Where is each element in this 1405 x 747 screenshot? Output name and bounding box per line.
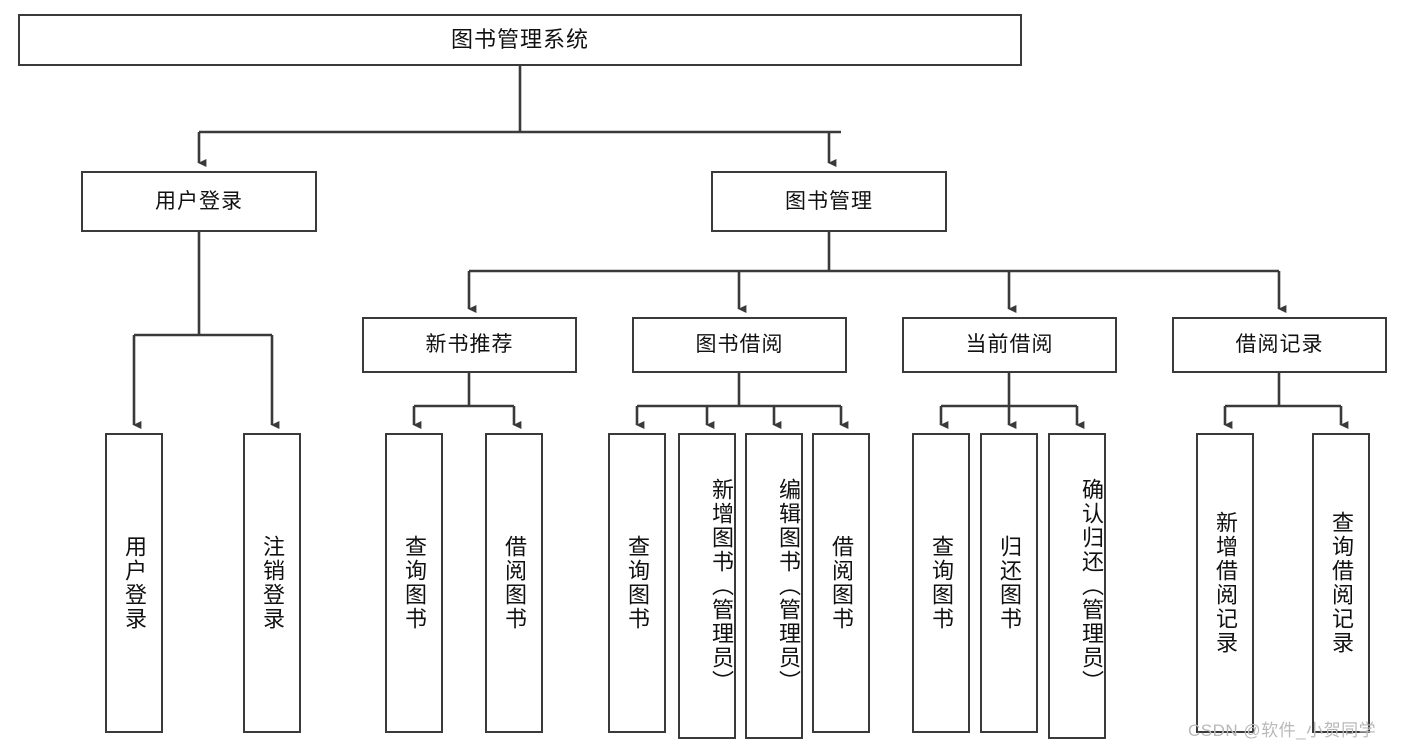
- leaf-query-book-1[interactable]: 查询图书: [385, 433, 443, 733]
- leaf-query-book-3[interactable]: 查询图书: [912, 433, 970, 733]
- node-label: 用户登录: [155, 189, 243, 213]
- node-book-borrow[interactable]: 图书借阅: [632, 317, 847, 373]
- leaf-query-borrow-record[interactable]: 查询借阅记录: [1312, 433, 1370, 733]
- node-label: 查询图书: [401, 535, 427, 631]
- node-current-borrow[interactable]: 当前借阅: [902, 317, 1117, 373]
- node-label: 确认归还（管理员）: [1079, 478, 1104, 694]
- node-root-system[interactable]: 图书管理系统: [18, 14, 1022, 66]
- node-label: 新增借阅记录: [1212, 511, 1238, 655]
- node-label: 查询图书: [928, 535, 954, 631]
- node-book-manage[interactable]: 图书管理: [711, 171, 947, 232]
- node-label: 借阅图书: [828, 535, 854, 631]
- node-label: 借阅记录: [1235, 333, 1324, 357]
- leaf-edit-book-admin[interactable]: 编辑图书（管理员）: [745, 433, 803, 739]
- node-label: 注销登录: [259, 535, 285, 631]
- node-new-book-recommend[interactable]: 新书推荐: [362, 317, 577, 373]
- leaf-logout[interactable]: 注销登录: [243, 433, 301, 733]
- node-label: 当前借阅: [965, 333, 1054, 357]
- leaf-query-book-2[interactable]: 查询图书: [608, 433, 666, 733]
- node-label: 查询借阅记录: [1328, 511, 1354, 655]
- leaf-add-borrow-record[interactable]: 新增借阅记录: [1196, 433, 1254, 733]
- node-label: 用户登录: [121, 535, 147, 631]
- node-label: 图书管理系统: [450, 26, 589, 52]
- node-label: 归还图书: [996, 535, 1022, 631]
- node-user-login[interactable]: 用户登录: [81, 171, 317, 232]
- leaf-return-book[interactable]: 归还图书: [980, 433, 1038, 733]
- watermark-text: CSDN @软件_小贺同学: [1188, 721, 1377, 740]
- leaf-user-login[interactable]: 用户登录: [105, 433, 163, 733]
- node-label: 新增图书（管理员）: [709, 478, 734, 694]
- node-label: 查询图书: [624, 535, 650, 631]
- leaf-add-book-admin[interactable]: 新增图书（管理员）: [678, 433, 736, 739]
- node-label: 编辑图书（管理员）: [776, 478, 801, 694]
- node-borrow-record[interactable]: 借阅记录: [1172, 317, 1387, 373]
- node-label: 借阅图书: [501, 535, 527, 631]
- node-label: 图书借阅: [695, 333, 784, 357]
- leaf-borrow-book-2[interactable]: 借阅图书: [812, 433, 870, 733]
- node-label: 图书管理: [785, 189, 873, 213]
- leaf-borrow-book-1[interactable]: 借阅图书: [485, 433, 543, 733]
- csdn-watermark: CSDN @软件_小贺同学: [1188, 716, 1376, 741]
- leaf-confirm-return-admin[interactable]: 确认归还（管理员）: [1048, 433, 1106, 739]
- node-label: 新书推荐: [425, 333, 514, 357]
